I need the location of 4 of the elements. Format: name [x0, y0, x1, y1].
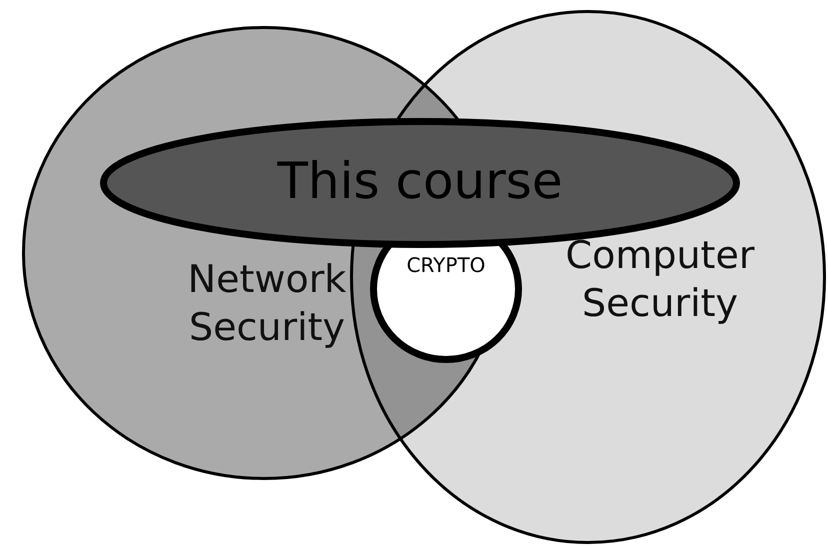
node-label: CRYPTO [406, 253, 486, 278]
node-label: Network Security [186, 256, 348, 350]
node-label: This course [276, 151, 564, 212]
node-label: Computer Security [564, 232, 756, 326]
